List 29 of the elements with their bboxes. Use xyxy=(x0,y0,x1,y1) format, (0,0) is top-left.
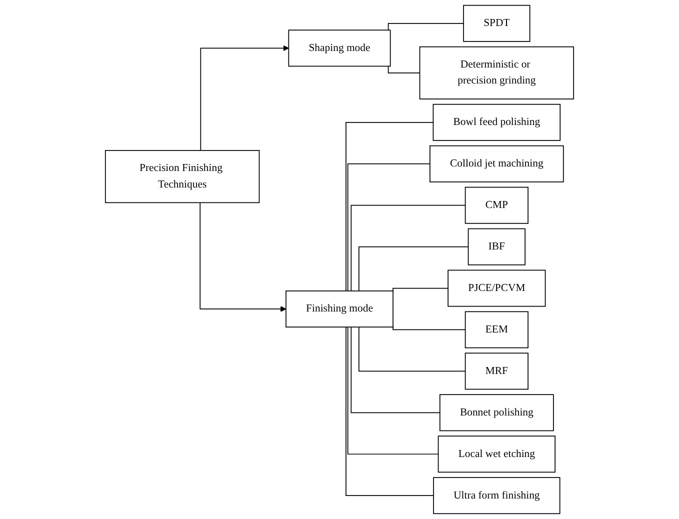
node-box: Local wet etching xyxy=(438,436,556,473)
node-box: Ultra form finishing xyxy=(433,477,560,514)
connector xyxy=(350,204,466,292)
node-box: Shaping mode xyxy=(288,30,391,67)
node-box: MRF xyxy=(464,352,528,390)
node-box: Deterministic or precision grinding xyxy=(419,46,574,100)
node-box: IBF xyxy=(468,228,526,266)
connector xyxy=(346,326,434,496)
node-box: Bonnet polishing xyxy=(439,394,554,432)
arrow xyxy=(200,202,286,312)
node-box: EEM xyxy=(464,311,528,348)
arrow xyxy=(200,45,289,151)
connector xyxy=(347,326,439,455)
connector xyxy=(358,326,466,372)
node-box: SPDT xyxy=(463,4,530,42)
connector xyxy=(347,163,430,292)
connector xyxy=(388,22,464,31)
connector xyxy=(392,325,466,330)
node-box: Colloid jet machining xyxy=(430,145,564,182)
connector xyxy=(346,122,434,292)
connector xyxy=(392,288,448,293)
node-box: CMP xyxy=(464,186,528,224)
connector xyxy=(350,326,440,414)
connector xyxy=(388,66,420,74)
node-box: PJCE/PCVM xyxy=(448,270,546,307)
node-box: Precision Finishing Techniques xyxy=(104,150,260,204)
connector xyxy=(358,246,469,292)
node-box: Finishing mode xyxy=(286,290,394,328)
node-box: Bowl feed polishing xyxy=(432,104,561,141)
